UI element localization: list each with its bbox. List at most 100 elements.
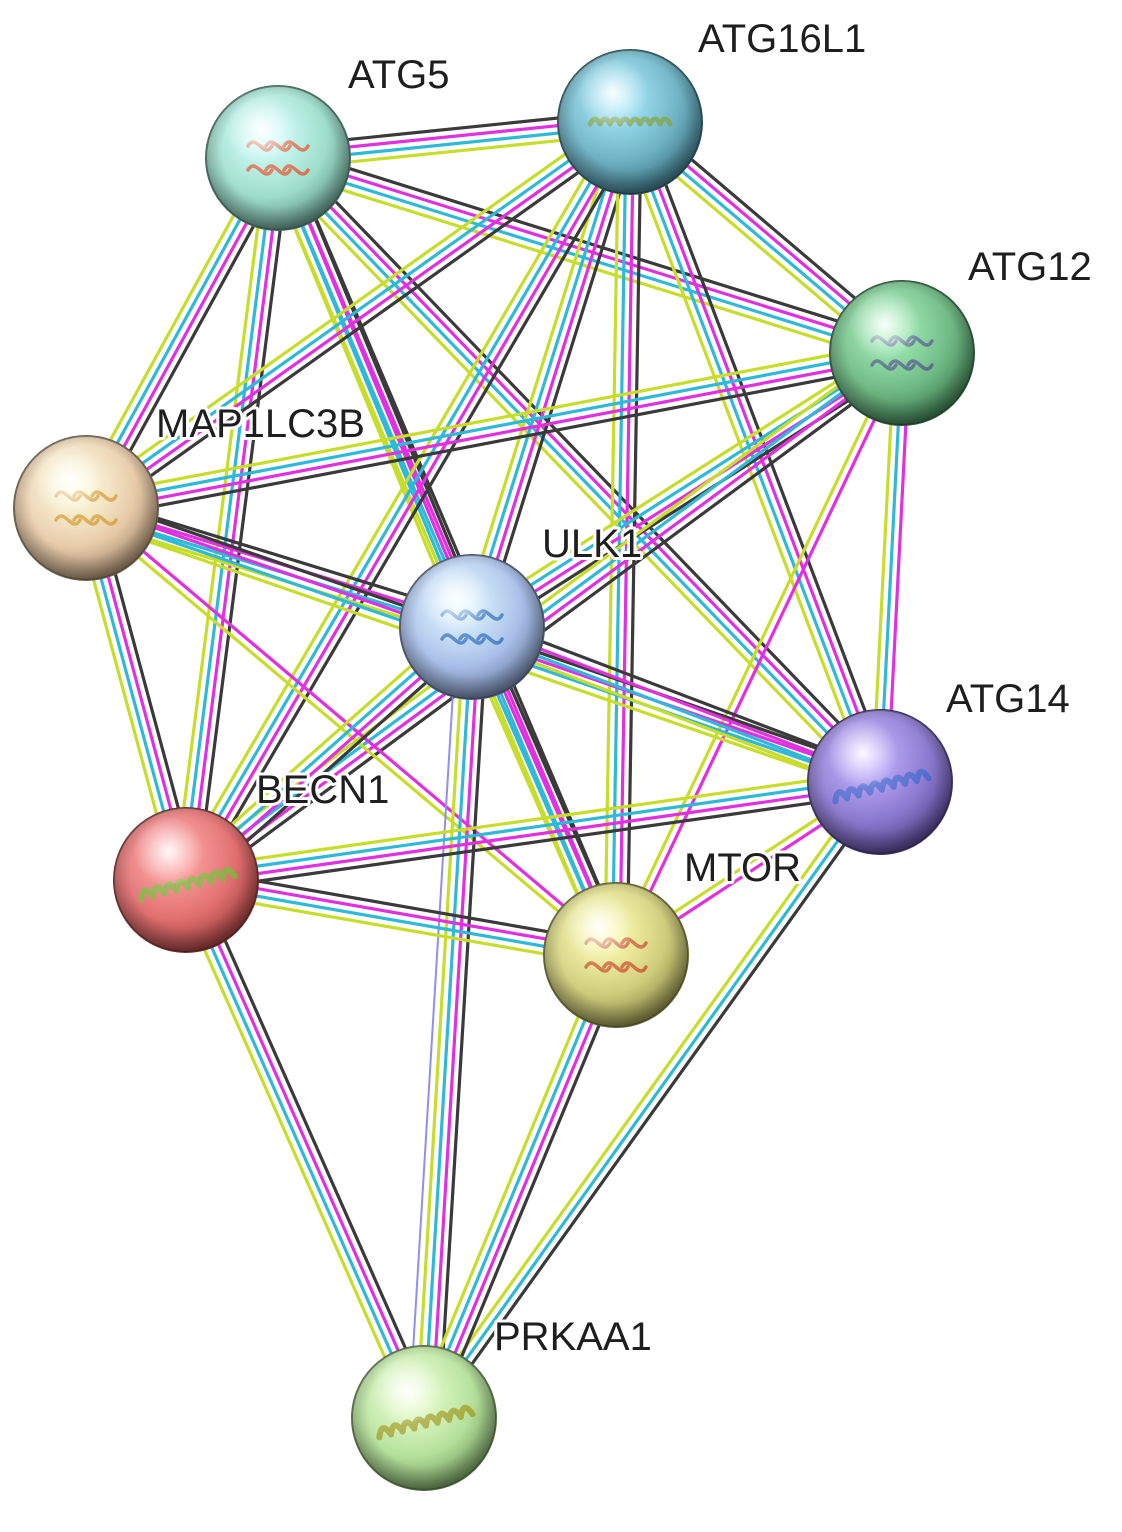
edge-strand-e — [408, 625, 458, 1419]
edge-strand-b — [184, 784, 883, 886]
node-label-atg16l1: ATG16L1 — [698, 17, 866, 61]
edge-atg16l1-map1lc3b — [77, 111, 639, 519]
edge-strand-d — [77, 111, 626, 501]
edge-strand-b — [186, 354, 906, 885]
edge-atg12-ulk1 — [464, 341, 910, 639]
edge-strand-d — [82, 340, 902, 499]
edge-strand-a — [428, 784, 888, 1425]
node-prkaa1[interactable]: PRKAA1 — [351, 1312, 655, 1491]
edge-strand-a — [191, 360, 911, 891]
edge-ulk1-prkaa1 — [408, 624, 489, 1421]
edge-strand-c — [275, 160, 903, 359]
edge-strand-c — [422, 625, 474, 1420]
edge-atg5-becn1 — [173, 155, 291, 884]
edge-strand-b — [188, 156, 284, 883]
node-label-atg12: ATG12 — [968, 245, 1092, 289]
node-atg12[interactable]: ATG12 — [829, 242, 1095, 426]
edge-atg12-map1lc3b — [82, 340, 906, 521]
edge-strand-d — [174, 114, 622, 876]
node-highlight — [808, 710, 952, 854]
node-highlight — [114, 808, 258, 952]
edge-strand-b — [429, 625, 482, 1421]
edge-strand-d — [268, 164, 874, 792]
edge-mtor-prkaa1 — [412, 949, 629, 1424]
edge-strand-c — [82, 117, 630, 507]
node-map1lc3b[interactable]: MAP1LC3B — [13, 399, 368, 581]
edge-strand-b — [187, 876, 429, 1419]
edge-strand-b — [187, 122, 635, 884]
edge-strand-a — [194, 873, 436, 1416]
edge-strand-a — [194, 126, 642, 888]
node-mtor[interactable]: MTOR — [543, 843, 804, 1028]
edge-strand-a — [476, 360, 910, 639]
node-label-atg14: ATG14 — [946, 677, 1070, 721]
node-label-map1lc3b: MAP1LC3B — [156, 402, 365, 446]
edge-becn1-prkaa1 — [174, 873, 436, 1425]
edge-strand-d — [412, 949, 608, 1416]
node-label-becn1: BECN1 — [256, 768, 389, 812]
edge-strand-a — [186, 791, 884, 893]
edge-atg16l1-ulk1 — [459, 116, 643, 633]
edge-strand-a — [437, 626, 489, 1421]
edge-strand-b — [86, 123, 634, 513]
node-atg14[interactable]: ATG14 — [807, 674, 1073, 855]
edge-strand-d — [182, 769, 881, 871]
edge-atg12-mtor — [610, 349, 908, 959]
edge-strand-d — [182, 889, 616, 968]
edge-strand-a — [86, 362, 906, 521]
edge-strand-d — [81, 509, 616, 960]
edge-strand-c — [466, 119, 629, 628]
node-label-atg5: ATG5 — [348, 53, 450, 97]
edge-strand-c — [273, 159, 879, 787]
edge-strand-c — [418, 951, 615, 1419]
node-highlight — [558, 50, 702, 194]
edge-strand-d — [414, 624, 467, 1420]
edge-strand-a — [286, 152, 629, 953]
edge-strand-b — [617, 353, 908, 959]
node-highlight — [830, 281, 974, 425]
node-highlight — [352, 1346, 496, 1490]
edge-strand-d — [464, 341, 898, 620]
edge-strand-d — [459, 116, 621, 626]
edge-strand-a — [432, 957, 629, 1424]
edge-strand-c — [422, 780, 882, 1420]
edge-atg5-atg14 — [268, 148, 890, 792]
node-highlight — [400, 555, 544, 699]
edge-strand-d — [266, 160, 608, 962]
node-atg5[interactable]: ATG5 — [205, 50, 453, 231]
edge-strand-a — [284, 148, 890, 776]
node-label-mtor: MTOR — [684, 846, 801, 890]
edge-strand-d — [466, 635, 878, 795]
edge-strand-b — [474, 121, 636, 630]
edge-strand-a — [195, 157, 291, 884]
edge-strand-b — [279, 153, 885, 782]
node-label-prkaa1: PRKAA1 — [494, 1315, 652, 1359]
node-becn1[interactable]: BECN1 — [113, 765, 392, 953]
edge-layer — [73, 109, 912, 1425]
edge-atg5-atg12 — [273, 145, 908, 366]
edge-strand-a — [481, 123, 643, 633]
edge-strand-a — [186, 867, 620, 946]
edge-strand-c — [83, 347, 903, 506]
edge-atg16l1-becn1 — [174, 114, 642, 888]
node-highlight — [14, 436, 158, 580]
edge-strand-d — [273, 167, 901, 366]
edge-strand-d — [416, 775, 876, 1416]
edge-atg14-prkaa1 — [416, 775, 888, 1425]
edge-strand-c — [181, 118, 629, 880]
edge-strand-c — [180, 155, 276, 882]
edge-strand-a — [90, 129, 639, 519]
edge-atg14-becn1 — [182, 769, 884, 893]
node-atg16l1[interactable]: ATG16L1 — [557, 14, 869, 195]
edge-strand-b — [279, 154, 622, 956]
node-ulk1[interactable]: ULK1 — [399, 519, 645, 700]
edge-strand-a — [474, 614, 886, 774]
edge-strand-d — [610, 349, 901, 956]
node-highlight — [544, 883, 688, 1027]
edge-strand-c — [181, 879, 423, 1422]
node-highlight — [206, 86, 350, 230]
edge-strand-a — [279, 145, 908, 344]
edge-strand-b — [85, 355, 905, 514]
